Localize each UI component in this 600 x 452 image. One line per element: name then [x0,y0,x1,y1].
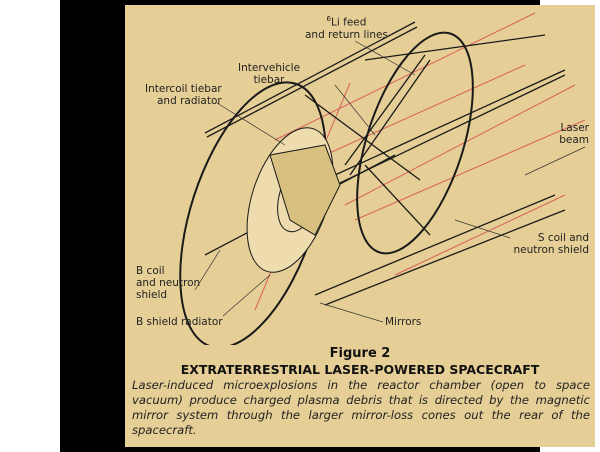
label-line: tiebar [253,74,285,86]
label-line: S coil and [537,232,589,244]
spacecraft-diagram [179,12,586,345]
label-li-feed: 6Li feed and return lines [305,13,388,41]
label-b-coil: B coil and neutron shield [136,265,200,301]
label-line: neutron shield [513,244,589,256]
label-line: and return lines [305,28,388,41]
figure-number: Figure 2 [329,346,391,361]
label-line: B coil [136,265,165,277]
coils [179,31,474,345]
label-line: and neutron [136,277,201,289]
label-mirrors: Mirrors [385,316,422,328]
label-b-shield-radiator: B shield radiator [136,316,223,328]
label-s-coil: S coil and neutron shield [512,232,589,256]
label-line: shield [136,289,168,301]
leader-lines [194,40,586,323]
label-line: Intercoil tiebar [145,83,222,95]
label-line: Laser [560,122,589,134]
figure-panel: 6Li feed and return lines Intervehicle t… [125,5,595,447]
figure-frame: 6Li feed and return lines Intervehicle t… [60,0,595,452]
figure-caption: Laser-induced microexplosions in the rea… [132,378,590,437]
label-superscript: 6 [326,15,332,23]
intercoil-radiator [269,144,341,236]
label-intercoil-tiebar: Intercoil tiebar and radiator [145,83,222,107]
structure-lines [204,21,566,306]
label-line: and radiator [156,95,222,107]
figure-title: EXTRATERRESTRIAL LASER-POWERED SPACECRAF… [180,362,540,377]
label-line: Intervehicle [238,62,301,74]
label-intervehicle-tiebar: Intervehicle tiebar [238,62,300,86]
label-line: beam [559,134,589,146]
label-laser-beam: Laser beam [553,122,589,146]
label-line: Li feed [331,16,367,29]
